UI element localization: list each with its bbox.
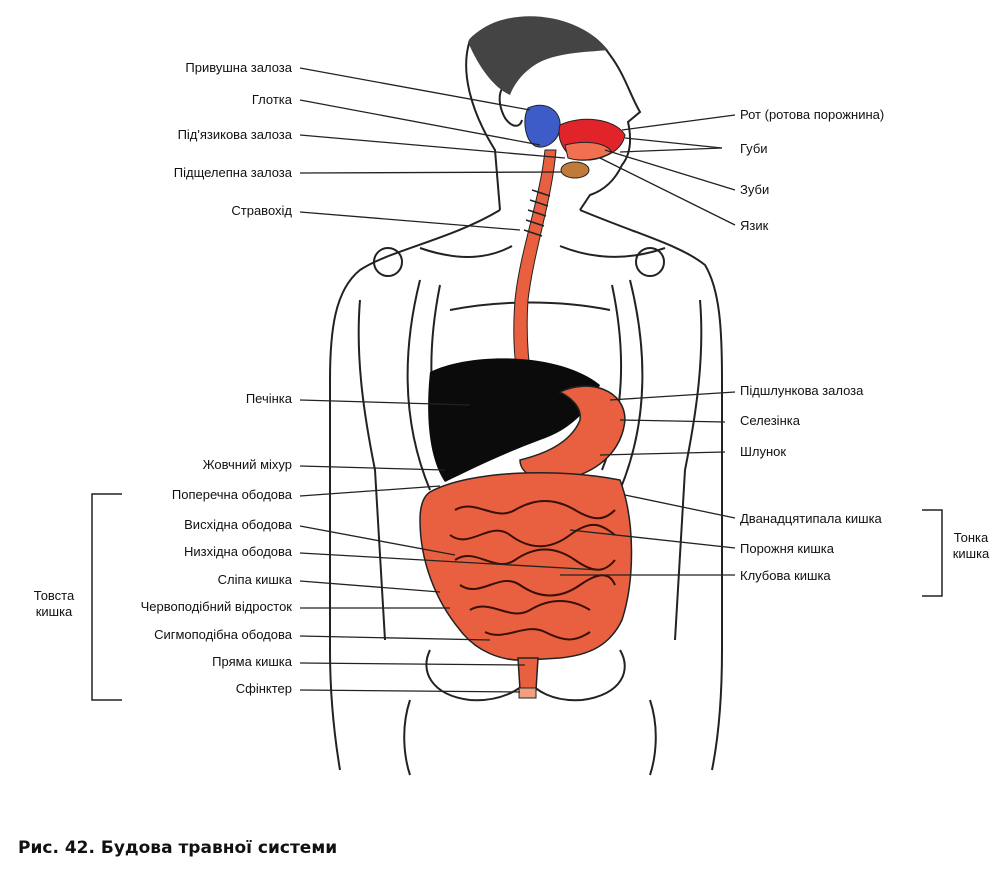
label-transverse-colon: Поперечна ободова	[171, 487, 292, 502]
leader-lines	[299, 67, 736, 693]
label-submandibular: Підщелепна залоза	[173, 165, 292, 180]
label-rectum: Пряма кишка	[212, 654, 292, 669]
label-lips: Губи	[740, 141, 768, 156]
label-sublingual: Під'язикова залоза	[177, 127, 292, 142]
label-parotid: Привушна залоза	[185, 60, 292, 75]
group-small-intestine: Тонка кишка	[946, 530, 996, 562]
figure-caption: Рис. 42. Будова травної системи	[18, 838, 338, 858]
label-cecum: Сліпа кишка	[217, 572, 292, 587]
label-liver: Печінка	[245, 391, 292, 406]
label-pancreas: Підшлункова залоза	[740, 383, 864, 398]
label-gallbladder: Жовчний міхур	[202, 457, 292, 472]
sphincter	[518, 687, 537, 699]
intestines	[419, 471, 633, 661]
label-tongue: Язик	[740, 218, 769, 233]
label-ascending-colon: Висхідна ободова	[184, 517, 292, 532]
label-jejunum: Порожня кишка	[740, 541, 834, 556]
body-outline	[329, 17, 723, 776]
group-brackets	[91, 493, 943, 701]
group-large-intestine-line1: Товста	[33, 588, 75, 603]
label-teeth: Зуби	[740, 182, 770, 197]
hair	[468, 16, 608, 95]
label-spleen: Селезінка	[740, 413, 800, 428]
label-ileum: Клубова кишка	[740, 568, 831, 583]
group-small-intestine-line2: кишка	[952, 546, 990, 561]
label-pharynx: Глотка	[251, 92, 292, 107]
trachea	[523, 189, 551, 237]
group-large-intestine-line2: кишка	[35, 604, 73, 619]
liver	[428, 358, 600, 482]
rectum	[517, 657, 539, 691]
parotid-gland	[524, 104, 561, 148]
label-sigmoid-colon: Сигмоподібна ободова	[154, 627, 292, 642]
group-large-intestine: Товста кишка	[22, 588, 86, 620]
label-stomach: Шлунок	[740, 444, 787, 459]
label-duodenum: Дванадцятипала кишка	[740, 511, 882, 526]
label-appendix: Червоподібний відросток	[140, 599, 292, 614]
label-esophagus: Стравохід	[231, 203, 292, 218]
label-descending-colon: Низхідна ободова	[183, 544, 292, 559]
esophagus	[513, 149, 557, 386]
label-mouth: Рот (ротова порожнина)	[740, 107, 885, 122]
submandibular-gland	[560, 161, 590, 179]
group-small-intestine-line1: Тонка	[953, 530, 989, 545]
label-sphincter: Сфінктер	[235, 681, 292, 696]
